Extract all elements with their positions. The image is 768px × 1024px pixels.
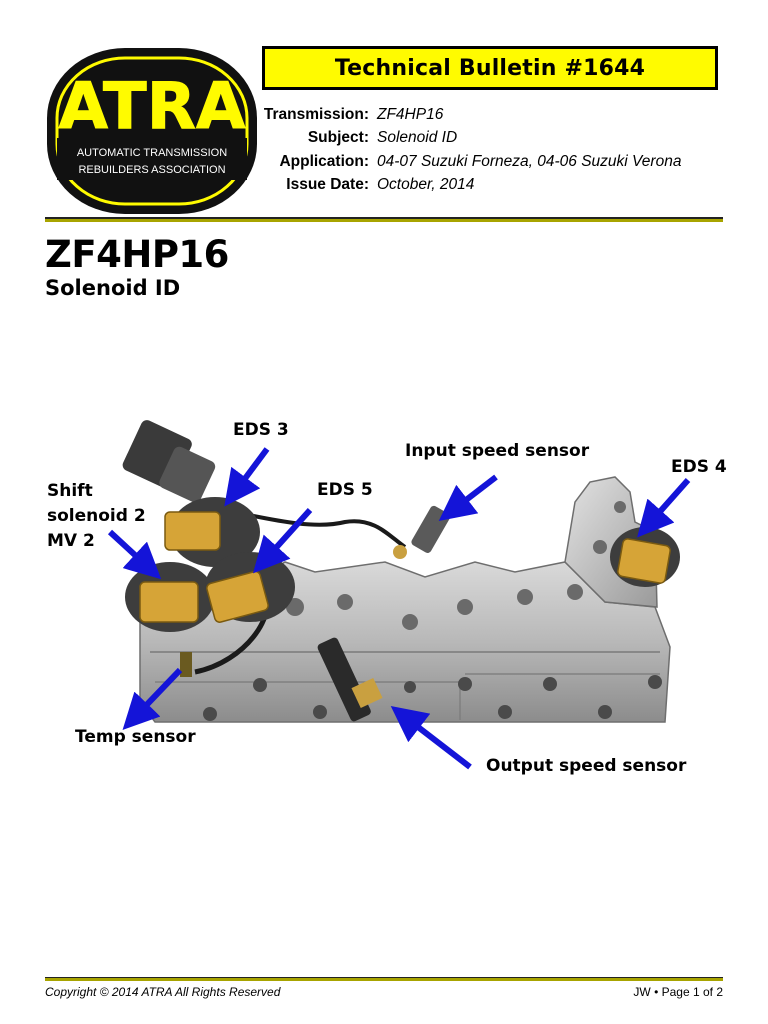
- bulletin-title: Technical Bulletin #1644: [334, 55, 646, 81]
- logo-line-1: AUTOMATIC TRANSMISSION: [77, 147, 227, 159]
- logo-wordmark: ATRA: [58, 70, 246, 144]
- label-temp-sensor: Temp sensor: [75, 727, 196, 747]
- meta-value: Solenoid ID: [377, 129, 458, 147]
- atra-logo: ATRA AUTOMATIC TRANSMISSION REBUILDERS A…: [45, 46, 259, 216]
- meta-value: ZF4HP16: [377, 105, 444, 123]
- arrow-temp-sensor: [122, 667, 183, 731]
- meta-label: Subject:: [307, 129, 369, 147]
- bulletin-meta: Transmission: ZF4HP16 Subject: Solenoid …: [262, 103, 722, 197]
- label-input-speed-sensor: Input speed sensor: [405, 441, 590, 461]
- label-output-speed-sensor: Output speed sensor: [486, 756, 687, 776]
- meta-row-subject: Subject: Solenoid ID: [262, 127, 722, 151]
- atra-logo-graphic: ATRA AUTOMATIC TRANSMISSION REBUILDERS A…: [47, 48, 257, 214]
- arrow-shift-solenoid: [107, 529, 162, 580]
- arrow-output-speed-sensor: [390, 706, 472, 770]
- meta-row-transmission: Transmission: ZF4HP16: [262, 103, 722, 127]
- label-eds3: EDS 3: [233, 420, 289, 440]
- logo-line-2: REBUILDERS ASSOCIATION: [78, 164, 225, 176]
- arrow-eds3: [224, 447, 270, 507]
- bulletin-box: Technical Bulletin #1644: [262, 46, 718, 90]
- footer-copyright: Copyright © 2014 ATRA All Rights Reserve…: [45, 985, 281, 999]
- solenoid-group: [125, 497, 680, 632]
- label-eds4: EDS 4: [671, 457, 727, 477]
- page-title: ZF4HP16: [45, 233, 229, 276]
- meta-label: Application:: [279, 152, 369, 170]
- meta-row-application: Application: 04-07 Suzuki Forneza, 04-06…: [262, 150, 722, 174]
- label-shift-solenoid: Shift solenoid 2 MV 2: [47, 481, 146, 551]
- page-subtitle: Solenoid ID: [45, 276, 181, 300]
- meta-value: 04-07 Suzuki Forneza, 04-06 Suzuki Veron…: [377, 152, 682, 170]
- label-eds5: EDS 5: [317, 480, 373, 500]
- footer-page-number: JW • Page 1 of 2: [633, 985, 723, 999]
- meta-value: October, 2014: [377, 176, 475, 194]
- callout-arrows: [107, 447, 691, 770]
- footer-divider: [45, 977, 723, 981]
- header-divider: [45, 217, 723, 222]
- meta-label: Transmission:: [263, 105, 369, 123]
- valve-body-illustration: [107, 420, 691, 770]
- arrow-input-speed-sensor: [438, 474, 498, 521]
- meta-label: Issue Date:: [286, 176, 369, 194]
- meta-row-issue-date: Issue Date: October, 2014: [262, 174, 722, 198]
- valve-body-figure: EDS 3 Input speed sensor EDS 4 Shift sol…: [45, 412, 727, 780]
- arrow-eds4: [637, 478, 691, 538]
- arrow-eds5: [252, 507, 313, 574]
